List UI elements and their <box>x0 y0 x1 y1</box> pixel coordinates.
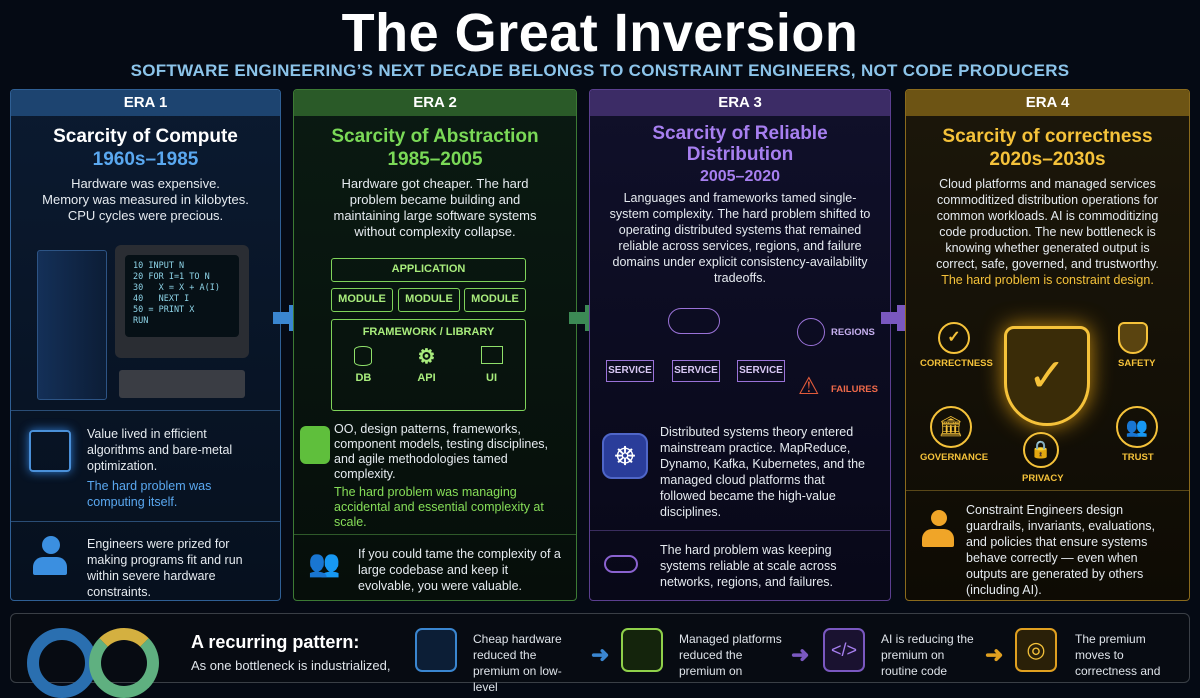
shield-check-icon: ✓ <box>1004 326 1090 426</box>
era-4-years: 2020s–2030s <box>989 149 1106 170</box>
era-1-hard-problem: The hard problem was computing itself. <box>87 479 212 509</box>
code-line: RUN <box>133 316 149 326</box>
era-1-intro-line: Memory was measured in kilobytes. <box>42 192 249 207</box>
privacy-lock-icon: 🔒 <box>1023 432 1059 468</box>
era-3-people-text: The hard problem was keeping systems rel… <box>660 543 837 589</box>
era-1-title: Scarcity of Compute <box>53 126 238 147</box>
code-brackets-icon: </> <box>823 628 865 672</box>
era-2-hard-problem: The hard problem was managing accidental… <box>334 485 544 529</box>
safety-shield-icon <box>1118 322 1148 354</box>
trust-group-icon: 👥 <box>1116 406 1158 448</box>
ui-label: UI <box>486 372 498 384</box>
era-2-people-text: If you could tame the complexity of a la… <box>358 547 561 593</box>
era-2-title: Scarcity of Abstraction <box>331 126 539 147</box>
framework-label: FRAMEWORK / LIBRARY <box>362 326 495 338</box>
page-subtitle: SOFTWARE ENGINEERING’S NEXT DECADE BELON… <box>130 61 1070 80</box>
pattern-text: As one bottleneck is industrialized, <box>191 658 391 673</box>
recurring-pattern-panel: A recurring pattern: As one bottleneck i… <box>10 613 1190 698</box>
arrow-icon: ➜ <box>591 642 610 667</box>
module-box: MODULE <box>464 288 526 312</box>
era-3-intro: Languages and frameworks tamed single-sy… <box>609 191 871 285</box>
framework-layer: FRAMEWORK / LIBRARY DB ⚙API UI <box>331 319 526 411</box>
pillar-correctness: CORRECTNESS <box>920 358 993 369</box>
pattern-heading: A recurring pattern: <box>191 632 360 652</box>
era-1-intro-line: CPU cycles were precious. <box>67 208 224 223</box>
engineer-person-icon <box>33 536 69 576</box>
team-people-icon: 👥 <box>308 548 341 578</box>
gear-icon: ⚙API <box>417 346 436 384</box>
code-line: 40 NEXT I <box>133 294 190 304</box>
engineer-person-icon <box>922 510 956 550</box>
pattern-step: AI is reducing the premium on routine co… <box>881 632 974 678</box>
pattern-step: The premium moves to correctness and <box>1075 632 1161 678</box>
pillar-governance: GOVERNANCE <box>920 452 989 463</box>
code-line: 10 INPUT N <box>133 261 185 271</box>
era-1-label: ERA 1 <box>11 90 280 116</box>
module-box: MODULE <box>398 288 460 312</box>
era-1-people-text: Engineers were prized for making program… <box>87 537 243 599</box>
era-4-intro: Cloud platforms and managed services com… <box>936 177 1159 271</box>
era-3-years: 2005–2020 <box>699 168 781 185</box>
era-2-intro: Hardware got cheaper. The hard problem b… <box>333 176 537 239</box>
monitor-icon: UI <box>480 346 503 384</box>
arrow-icon: ➜ <box>791 642 810 667</box>
cloud-outline-icon <box>604 555 638 573</box>
regions-label: REGIONS <box>831 327 875 338</box>
module-box: MODULE <box>331 288 393 312</box>
era-1-value-text: Value lived in efficient algorithms and … <box>87 427 233 473</box>
page-title: The Great Inversion <box>341 3 859 63</box>
keyboard-icon <box>119 370 245 398</box>
puzzle-piece-icon <box>300 426 330 464</box>
cpu-chip-icon <box>29 430 71 472</box>
era-3-value-text: Distributed systems theory entered mains… <box>660 425 865 519</box>
cloud-icon <box>621 628 663 672</box>
era-4-title: Scarcity of correctness <box>942 126 1153 147</box>
pattern-step: Cheap hardware reduced the premium on lo… <box>473 632 562 694</box>
cpu-chip-icon <box>415 628 457 672</box>
service-box: SERVICE <box>737 360 785 382</box>
era-4-panel: ERA 4 Scarcity of correctness 2020s–2030… <box>905 89 1190 601</box>
era-1-years: 1960s–1985 <box>92 149 199 170</box>
globe-icon <box>797 318 825 346</box>
code-line: 20 FOR I=1 TO N <box>133 272 210 282</box>
era-1-intro-line: Hardware was expensive. <box>71 176 220 191</box>
governance-building-icon: 🏛 <box>930 406 972 448</box>
application-layer: APPLICATION <box>331 258 526 282</box>
server-tower-icon <box>37 250 107 400</box>
database-icon: DB <box>354 346 373 384</box>
cloud-icon <box>668 308 720 334</box>
pillar-safety: SAFETY <box>1118 358 1156 369</box>
api-label: API <box>417 372 436 384</box>
pattern-step: Managed platforms reduced the premium on <box>679 632 782 678</box>
era-4-people-text: Constraint Engineers design guardrails, … <box>966 503 1155 597</box>
era-2-label: ERA 2 <box>294 90 576 116</box>
kubernetes-helm-icon: ☸ <box>602 433 648 479</box>
era-1-panel: ERA 1 Scarcity of Compute 1960s–1985 Har… <box>10 89 281 601</box>
era-3-label: ERA 3 <box>590 90 890 116</box>
era-2-panel: ERA 2 Scarcity of Abstraction 1985–2005 … <box>293 89 577 601</box>
code-line: 50 = PRINT X <box>133 305 195 315</box>
era-2-value-text: OO, design patterns, frameworks, compone… <box>334 422 549 481</box>
arrow-icon: ➜ <box>985 642 1004 667</box>
infinity-loop-icon <box>27 628 177 698</box>
target-icon: ◎ <box>1015 628 1057 672</box>
era-3-title: Scarcity of Reliable Distribution <box>652 123 828 165</box>
pillar-trust: TRUST <box>1122 452 1154 463</box>
era-2-years: 1985–2005 <box>387 149 483 170</box>
warning-triangle-icon: ⚠ <box>798 373 820 400</box>
pillar-privacy: PRIVACY <box>1022 473 1064 484</box>
correctness-check-icon: ✓ <box>938 322 970 354</box>
era-4-label: ERA 4 <box>906 90 1189 116</box>
era-4-hard-problem: The hard problem is constraint design. <box>941 273 1154 287</box>
service-box: SERVICE <box>606 360 654 382</box>
era-3-panel: ERA 3 Scarcity of Reliable Distribution … <box>589 89 891 601</box>
code-line: 30 X = X + A(I) <box>133 283 220 293</box>
failures-label: FAILURES <box>831 384 878 395</box>
db-label: DB <box>355 372 372 384</box>
service-box: SERVICE <box>672 360 720 382</box>
